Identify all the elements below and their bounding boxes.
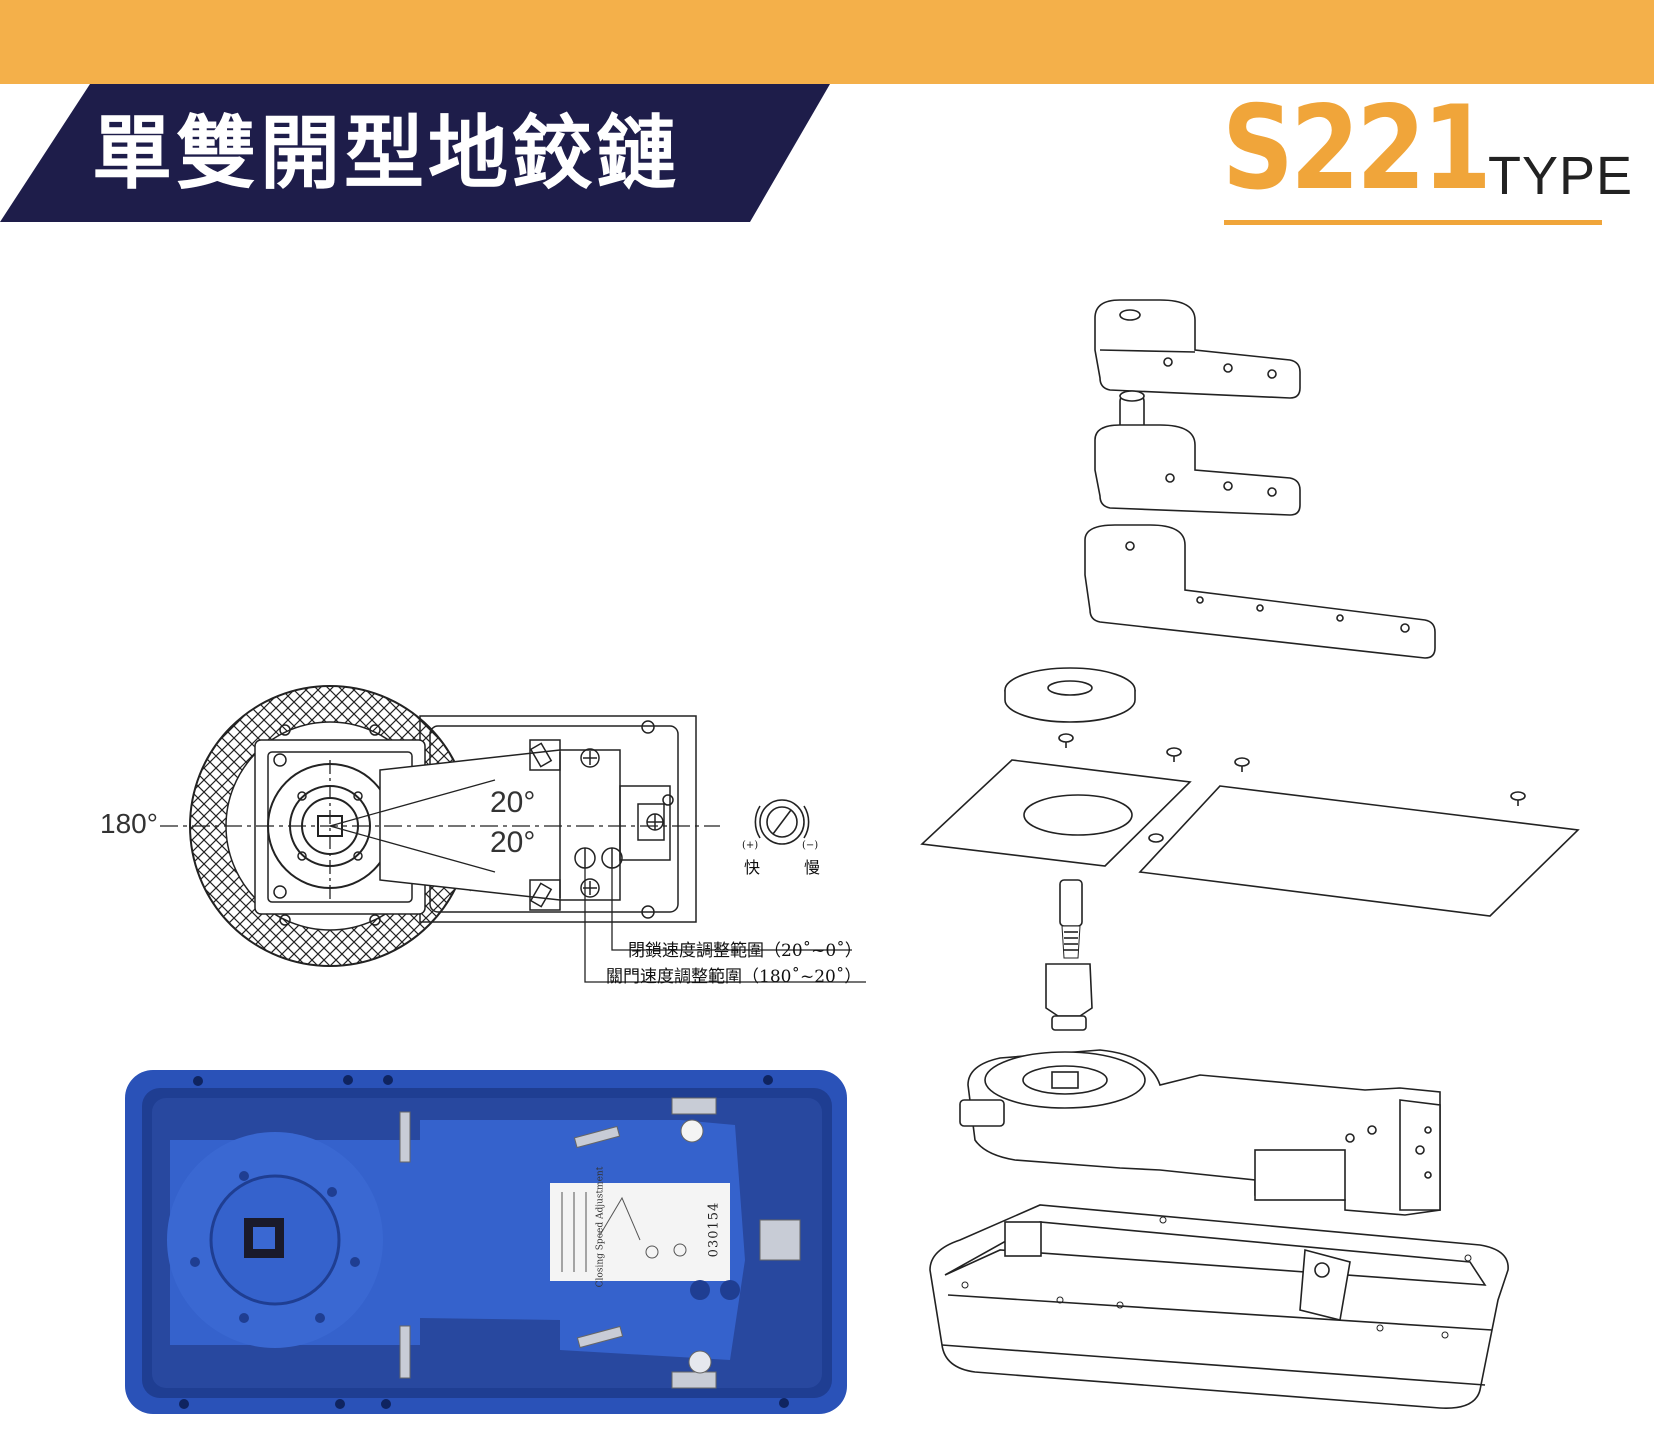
title-banner — [0, 84, 830, 222]
product-serial: 030154 — [706, 1201, 722, 1258]
type-label: TYPE — [1488, 146, 1634, 206]
slow-label: 慢 — [804, 858, 821, 877]
plus-label: (+) — [742, 840, 759, 851]
model-underline — [1224, 220, 1602, 225]
diagram-body — [189, 685, 697, 967]
angle-20-bottom-label: 20° — [490, 826, 536, 859]
exploded-view — [920, 299, 1580, 1409]
top-color-band — [0, 0, 1654, 84]
product-label-title: Closing Speed Adjustment — [595, 1166, 606, 1288]
page-title: 單雙開型地鉸鏈 — [92, 107, 680, 200]
fast-label: 快 — [744, 858, 761, 877]
closing-speed-range-label: 關門速度調整範圍（180˚~20˚） — [606, 967, 862, 987]
minus-label: (−) — [802, 840, 819, 851]
angle-180-label: 180° — [100, 808, 158, 839]
angle-20-top-label: 20° — [490, 786, 536, 819]
latch-speed-range-label: 閉鎖速度調整範圍（20˚~0˚） — [628, 941, 862, 961]
model-number: S221 — [1222, 81, 1492, 216]
product-photo-illustration — [125, 1070, 847, 1414]
